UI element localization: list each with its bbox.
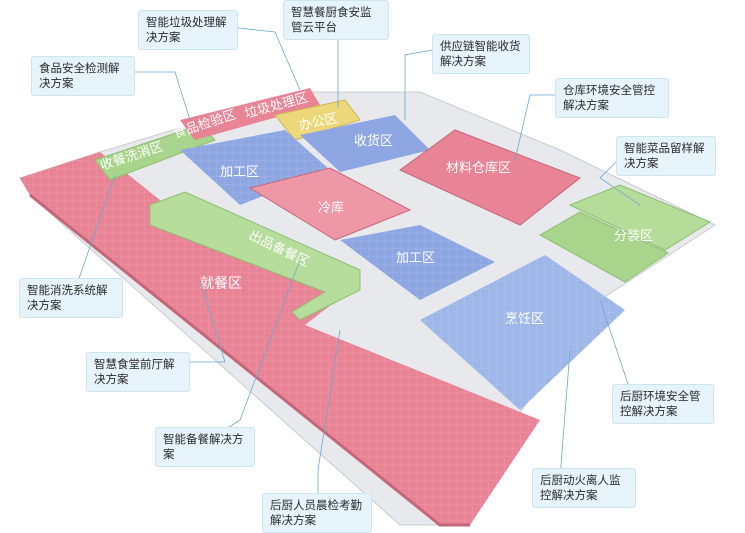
- office-zone: [274, 99, 361, 141]
- callout-front-hall: 智慧食堂前厅解决方案: [86, 352, 190, 392]
- receiving-zone: [300, 115, 430, 172]
- callout-cloud-platform: 智慧餐厨食安监管云平台: [283, 0, 389, 40]
- callout-smart-garbage: 智能垃圾处理解决方案: [138, 10, 238, 50]
- zone-label-receiving: 收货区: [354, 133, 393, 149]
- dining-zone-grid: [20, 152, 540, 525]
- recycle-wash-zone: [94, 124, 216, 181]
- callout-meal-prep: 智能备餐解决方案: [155, 427, 255, 467]
- callout-fire-monitor: 后厨动火离人监控解决方案: [532, 468, 636, 508]
- callout-cleaning-system: 智能消洗系统解决方案: [19, 278, 123, 318]
- callout-food-safety-test: 食品安全检测解决方案: [31, 56, 135, 96]
- callout-warehouse-env: 仓库环境安全管控解决方案: [555, 78, 669, 118]
- zone-label-cold-storage: 冷库: [318, 200, 344, 216]
- serving-prep-zone: [149, 191, 361, 321]
- sample-zone: [568, 184, 712, 251]
- zone-label-processing-top: 加工区: [220, 165, 259, 180]
- callout-staff-check: 后厨人员晨检考勤解决方案: [262, 493, 372, 533]
- zone-label-dining: 就餐区: [200, 276, 242, 292]
- inspection-garbage-zone: [180, 88, 320, 140]
- callout-supply-chain: 供应链智能收货解决方案: [432, 34, 530, 74]
- callout-sample-keep: 智能菜品留样解决方案: [616, 136, 716, 176]
- cold-storage-zone: [248, 167, 412, 241]
- zone-label-material-warehouse: 材料仓库区: [446, 160, 511, 176]
- zone-label-processing-mid: 加工区: [396, 251, 435, 266]
- zone-label-cooking: 烹饪区: [505, 312, 544, 327]
- packing-zone: [538, 211, 670, 283]
- callout-kitchen-env: 后厨环境安全管控解决方案: [612, 384, 714, 424]
- zone-label-packing: 分装区: [614, 229, 653, 244]
- material-warehouse-zone: [399, 129, 582, 226]
- dining-zone-edge: [29, 193, 470, 527]
